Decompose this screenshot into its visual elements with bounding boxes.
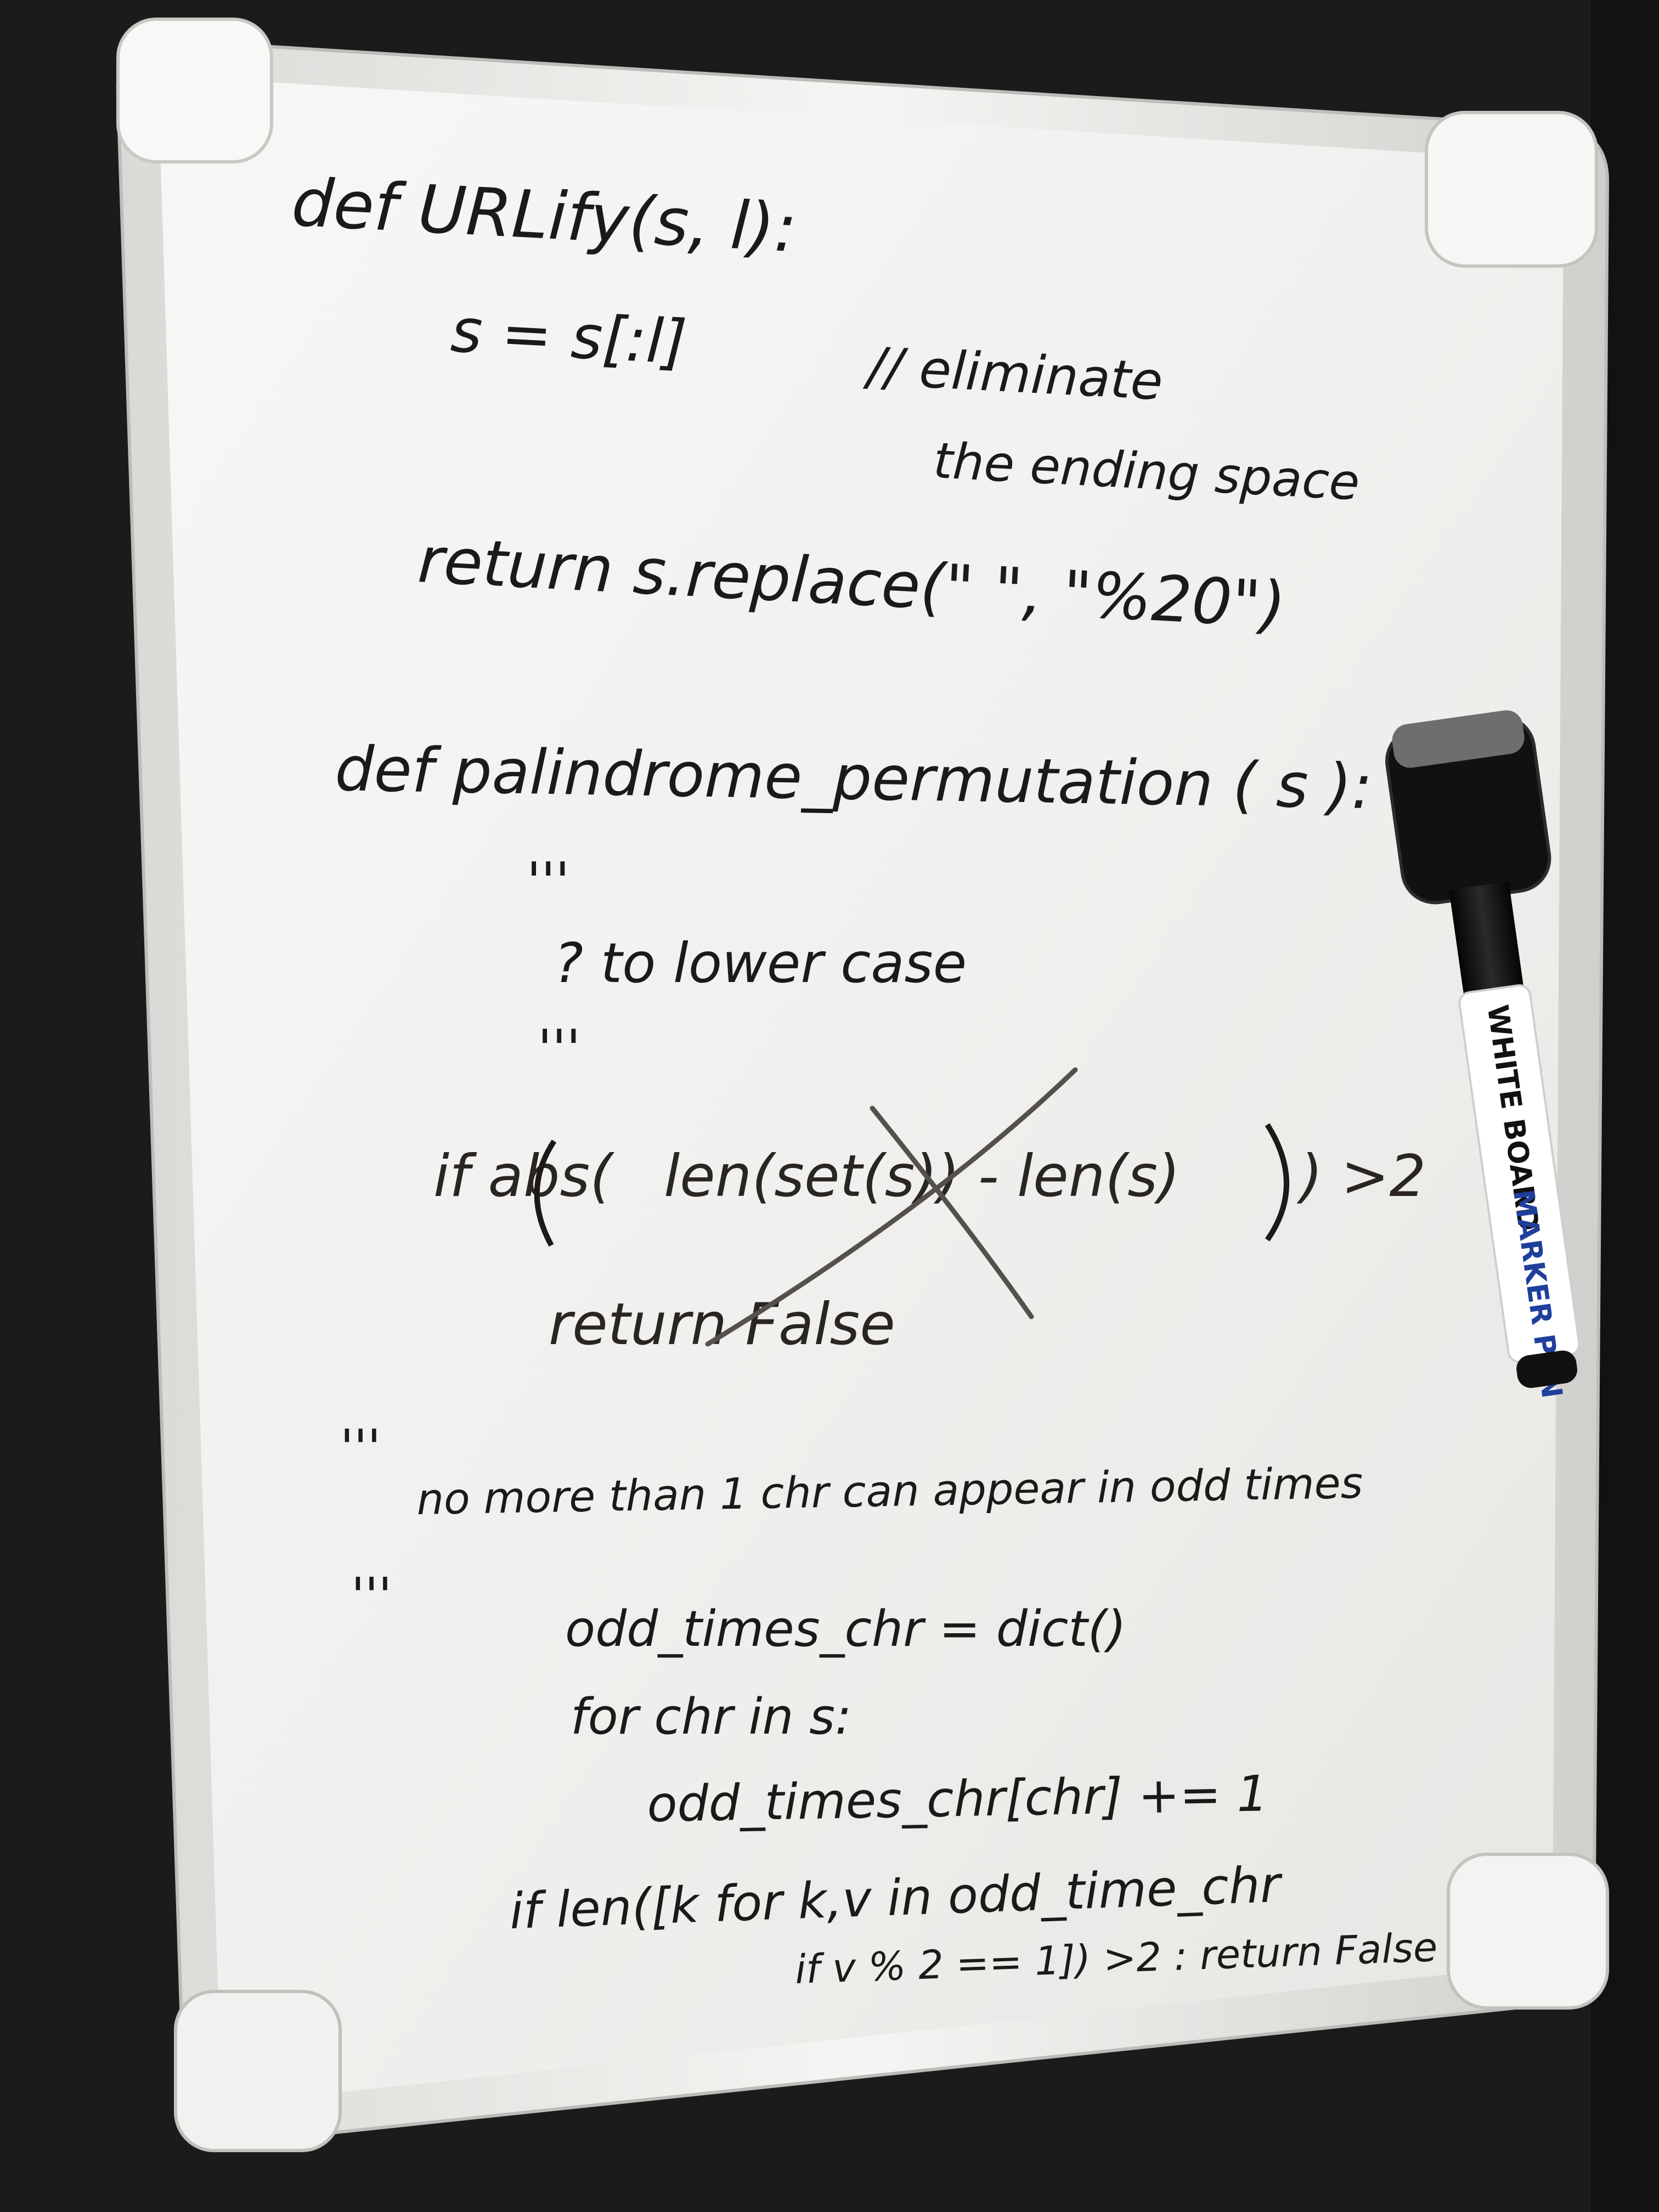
line-abs-if-end: ) >2 [1296, 1143, 1426, 1210]
line-abs-if-start: if abs( [433, 1143, 614, 1210]
line-slice: s = s[:l] [449, 295, 689, 377]
line-to-lower-case: ? to lower case [554, 931, 967, 995]
frame-corner-bottom-right [1447, 1853, 1609, 2010]
whiteboard-surface [159, 77, 1564, 2102]
frame-corner-bottom-left [174, 1990, 342, 2152]
marker-felt-eraser [1392, 710, 1525, 768]
whiteboard [116, 18, 1610, 2152]
line-docstring-close-2: ''' [351, 1567, 392, 1625]
marker-end-cap [1516, 1350, 1577, 1388]
line-return-false-crossed: return False [549, 1291, 895, 1358]
marker-barrel-upper [1449, 881, 1524, 999]
line-docstring-close: ''' [538, 1019, 580, 1080]
line-dict-init: odd_times_chr = dict() [565, 1600, 1126, 1658]
line-for-loop: for chr in s: [571, 1688, 851, 1746]
abs-right-paren [1265, 1123, 1289, 1242]
frame-corner-top-right [1425, 111, 1598, 268]
cross-out-mark [705, 1067, 1078, 1347]
frame-corner-top-left [116, 18, 273, 163]
line-increment: odd_times_chr[chr] += 1 [647, 1765, 1269, 1833]
abs-left-paren [534, 1139, 557, 1247]
line-docstring-open: ''' [527, 852, 569, 912]
line-docstring-open-2: ''' [340, 1419, 381, 1477]
whiteboard-marker: WHITE BOARD MARKER PEN [1385, 710, 1581, 1400]
